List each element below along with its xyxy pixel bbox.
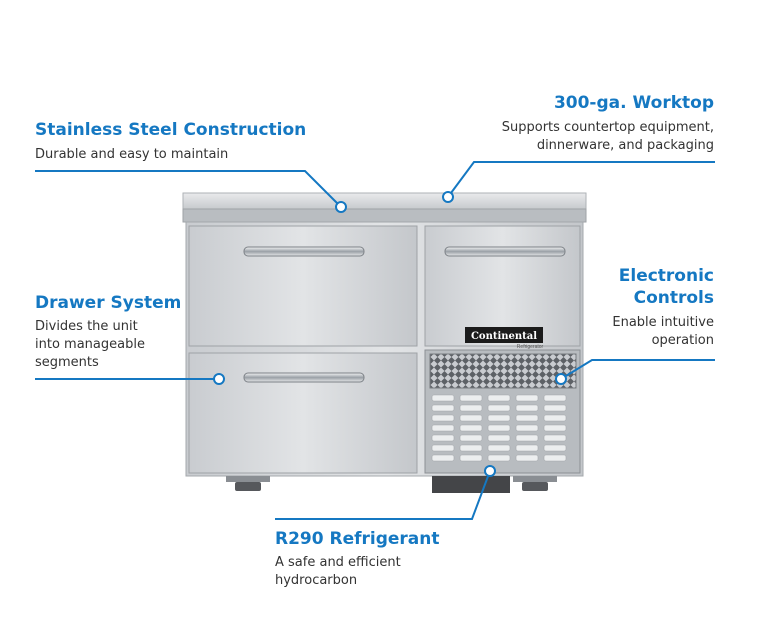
compressor-panel [424, 349, 581, 474]
callout-description-line-2: into manageable [35, 337, 145, 352]
callout-description-line-3: segments [35, 355, 99, 370]
callout-description-line-1: Divides the unit [35, 319, 138, 334]
callout-description-line-1: Supports countertop equipment, [501, 120, 714, 135]
callout-title: Drawer System [35, 293, 182, 313]
callout-electronic-controls: Electronic Controls Enable intuitive ope… [612, 265, 714, 350]
stainless-leader-line [35, 170, 342, 208]
controls-marker-dot [555, 373, 567, 385]
callout-leader-lines [35, 161, 715, 520]
drawer-lower-left [188, 352, 418, 474]
callout-description-line-2: operation [651, 333, 714, 348]
callout-description-line-1: Enable intuitive [612, 315, 714, 330]
drawer-upper-right [424, 225, 581, 347]
refrigerant-marker-dot [484, 465, 496, 477]
casters [226, 476, 557, 493]
callout-worktop: 300-ga. Worktop Supports countertop equi… [502, 92, 714, 155]
stainless-marker-dot [335, 201, 347, 213]
svg-text:Refrigerator: Refrigerator [517, 344, 544, 350]
callout-description-line-2: dinnerware, and packaging [536, 138, 714, 153]
callout-description-line-2: hydrocarbon [275, 573, 358, 588]
brand-logo: Continental Refrigerator [465, 327, 544, 350]
worktop-leader-line [447, 161, 715, 198]
callout-title: R290 Refrigerant [275, 529, 440, 549]
drawer-upper-left [188, 225, 418, 347]
svg-text:Continental: Continental [471, 331, 537, 342]
callout-drawer-system: Drawer System Divides the unit into mana… [35, 292, 181, 372]
worktop-marker-dot [442, 191, 454, 203]
callout-refrigerant: R290 Refrigerant A safe and efficient hy… [275, 528, 440, 590]
callout-stainless-steel: Stainless Steel Construction Durable and… [35, 119, 306, 164]
callout-description: Durable and easy to maintain [35, 147, 229, 162]
callout-title: Stainless Steel Construction [35, 120, 307, 140]
drawer-marker-dot [213, 373, 225, 385]
callout-title-line-2: Controls [633, 288, 714, 308]
callout-description-line-1: A safe and efficient [275, 555, 401, 570]
refrigerant-leader-line [275, 470, 491, 520]
worktop [182, 192, 587, 223]
callout-title-line-1: Electronic [618, 266, 714, 286]
callout-title: 300-ga. Worktop [553, 93, 714, 113]
controls-leader-line [560, 359, 715, 380]
